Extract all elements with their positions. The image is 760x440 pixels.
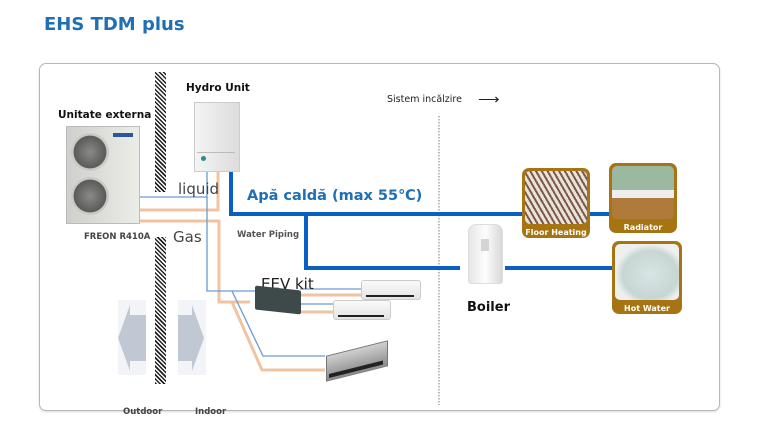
outdoor-label: Outdoor (123, 407, 163, 417)
wall-lower (155, 237, 166, 384)
gas-pipe-3 (230, 301, 325, 372)
water-pipe-main (229, 170, 612, 216)
hot-water-card: Hot Water (612, 241, 682, 314)
radiator-card: Radiator (609, 163, 677, 233)
water-piping-label: Water Piping (237, 230, 300, 240)
floor-heating-card: Floor Heating (522, 168, 590, 238)
hot-water-line-label: Apă caldă (max 55℃) (247, 188, 423, 204)
wall-ac-unit-2-icon (333, 300, 391, 320)
radiator-caption: Radiator (623, 223, 663, 232)
page-title: EHS TDM plus (44, 14, 185, 35)
gas-pipe-2 (140, 219, 250, 304)
heating-arrow-icon: ⟶ (478, 91, 500, 108)
outdoor-unit-icon (66, 126, 140, 224)
gas-pipe-1 (140, 170, 220, 212)
heating-system-label: Sistem incălzire (387, 94, 462, 105)
boiler-icon (468, 224, 503, 284)
wall-ac-unit-1-icon (361, 280, 421, 300)
refrigerant-label: FREON R410A (84, 232, 151, 242)
liquid-label: liquid (178, 180, 220, 198)
wall-upper (155, 72, 166, 192)
bathtub-photo-icon (615, 244, 679, 300)
floor-heating-caption: Floor Heating (525, 228, 587, 237)
hydro-unit-icon (194, 102, 240, 172)
outdoor-unit-label: Unitate externa (58, 109, 152, 121)
water-pipe-boiler (304, 214, 460, 270)
liquid-pipe-3 (231, 290, 325, 357)
boiler-label: Boiler (467, 300, 510, 315)
liquid-pipe-2 (206, 197, 258, 292)
gas-label: Gas (173, 228, 202, 246)
indoor-label: Indoor (195, 407, 227, 417)
floor-heating-photo-icon (525, 171, 587, 224)
hydro-unit-label: Hydro Unit (186, 82, 250, 94)
radiator-photo-icon (612, 166, 674, 219)
hot-water-caption: Hot Water (624, 304, 670, 313)
eev-kit-icon (255, 285, 301, 315)
